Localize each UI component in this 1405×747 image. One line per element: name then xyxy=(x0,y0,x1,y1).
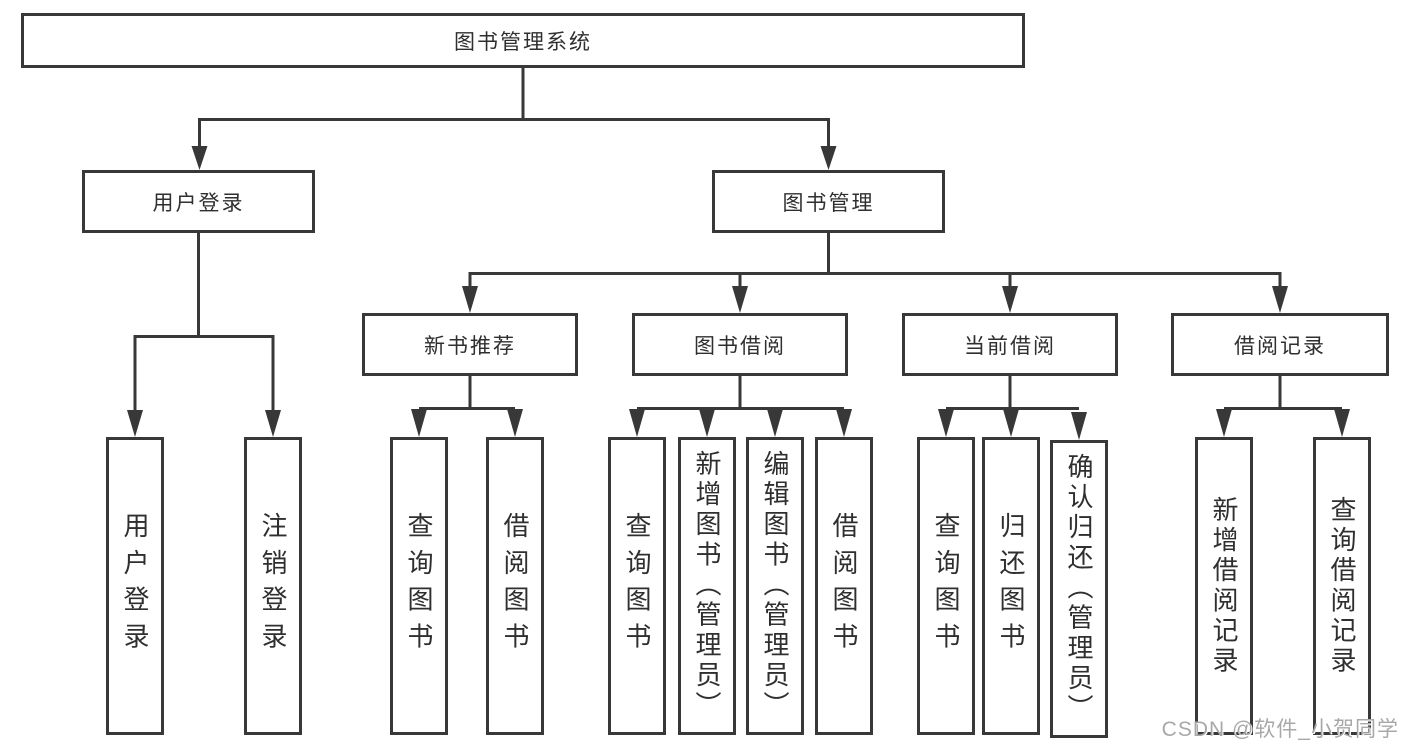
leaf-user-login: 用户登录 xyxy=(106,437,164,735)
leaf-recommend-borrow-books-label: 借阅图书 xyxy=(500,512,530,660)
node-borrow-records-label: 借阅记录 xyxy=(1234,334,1326,358)
leaf-query-borrow-record: 查询借阅记录 xyxy=(1313,437,1371,735)
leaf-confirm-return-admin-label: 确认归还（管理员） xyxy=(1064,453,1094,725)
node-user-login: 用户登录 xyxy=(82,170,315,233)
leaf-return-books: 归还图书 xyxy=(982,437,1040,735)
leaf-borrowing-borrow-books-label: 借阅图书 xyxy=(829,512,859,660)
leaf-recommend-query-books-label: 查询图书 xyxy=(404,512,434,660)
leaf-add-books-admin-label: 新增图书（管理员） xyxy=(692,450,722,722)
leaf-add-books-admin: 新增图书（管理员） xyxy=(678,437,736,735)
leaf-recommend-query-books: 查询图书 xyxy=(390,437,448,735)
node-current-borrowing-label: 当前借阅 xyxy=(964,334,1056,358)
node-current-borrowing: 当前借阅 xyxy=(902,313,1118,376)
leaf-confirm-return-admin: 确认归还（管理员） xyxy=(1050,440,1108,738)
leaf-edit-books-admin: 编辑图书（管理员） xyxy=(746,437,804,735)
node-new-book-recommend: 新书推荐 xyxy=(362,313,578,376)
node-book-borrowing-label: 图书借阅 xyxy=(694,334,786,358)
leaf-borrowing-query-books: 查询图书 xyxy=(608,437,666,735)
leaf-logout: 注销登录 xyxy=(244,437,302,735)
leaf-borrowing-query-books-label: 查询图书 xyxy=(622,512,652,660)
leaf-add-borrow-record-label: 新增借阅记录 xyxy=(1209,495,1239,677)
leaf-current-query-books-label: 查询图书 xyxy=(931,512,961,660)
node-book-management: 图书管理 xyxy=(712,170,945,233)
leaf-logout-label: 注销登录 xyxy=(258,512,288,660)
leaf-query-borrow-record-label: 查询借阅记录 xyxy=(1327,495,1357,677)
node-book-borrowing: 图书借阅 xyxy=(632,313,848,376)
leaf-edit-books-admin-label: 编辑图书（管理员） xyxy=(760,450,790,722)
csdn-watermark: CSDN @软件_小贺同学 xyxy=(1161,718,1399,741)
node-root-label: 图书管理系统 xyxy=(454,30,592,54)
leaf-borrowing-borrow-books: 借阅图书 xyxy=(815,437,873,735)
node-root: 图书管理系统 xyxy=(21,13,1025,68)
node-user-login-label: 用户登录 xyxy=(152,191,245,215)
node-new-book-recommend-label: 新书推荐 xyxy=(424,334,516,358)
leaf-recommend-borrow-books: 借阅图书 xyxy=(486,437,544,735)
leaf-return-books-label: 归还图书 xyxy=(996,512,1026,660)
leaf-user-login-label: 用户登录 xyxy=(120,512,150,660)
leaf-add-borrow-record: 新增借阅记录 xyxy=(1195,437,1253,735)
node-borrow-records: 借阅记录 xyxy=(1171,313,1389,376)
node-book-management-label: 图书管理 xyxy=(782,191,875,215)
arrowheads xyxy=(127,146,1350,440)
connector-strokes xyxy=(133,68,1342,412)
leaf-current-query-books: 查询图书 xyxy=(917,437,975,735)
